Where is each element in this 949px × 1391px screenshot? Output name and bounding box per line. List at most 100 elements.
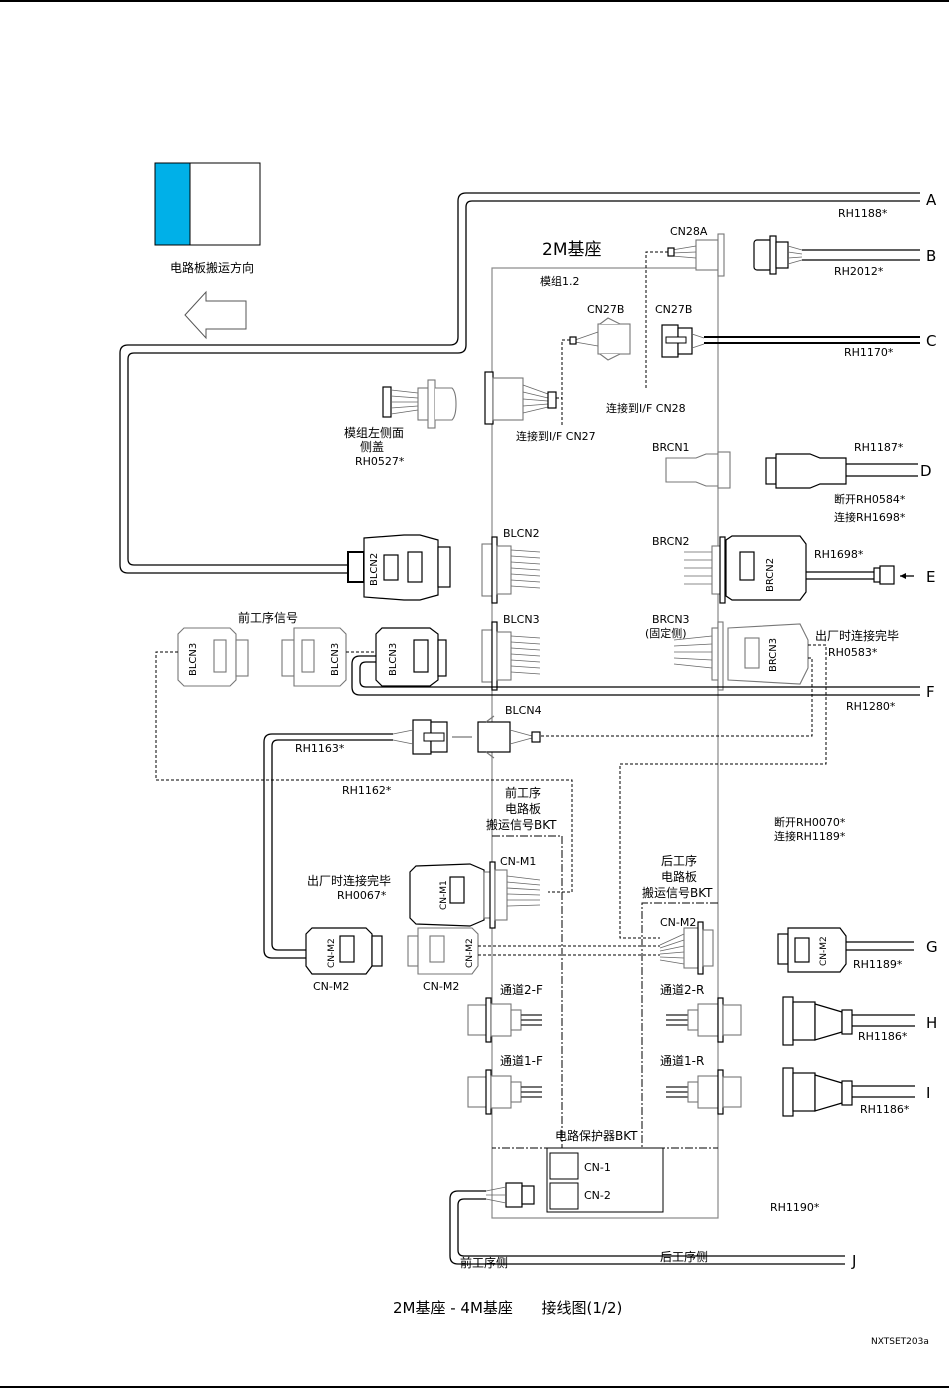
cable-part-f: RH1280* <box>846 700 896 713</box>
channel-2f-label: 通道2-F <box>500 983 543 997</box>
cable-part-g: RH1189* <box>853 958 903 971</box>
cnm2-right-label: CN-M2 <box>660 916 696 929</box>
cable-letter-h: H <box>926 1014 937 1032</box>
connector-blcn3-plug: BLCN3 <box>375 627 447 687</box>
connector-cn27b-right: CN27B <box>655 303 705 358</box>
rear-bkt-label-3: 搬运信号BKT <box>642 885 713 900</box>
cn27b-right-label: CN27B <box>655 303 692 316</box>
channel-2f-connector <box>467 997 542 1043</box>
direction-label: 电路板搬运方向 <box>170 260 254 275</box>
front-bkt-label-1: 前工序 <box>505 785 541 800</box>
factory-connected-note-1: 出厂时连接完毕 <box>815 628 899 643</box>
cable-part-e: RH1698* <box>814 548 864 561</box>
cnm2-link-line <box>478 945 660 956</box>
cable-letter-c: C <box>926 332 936 350</box>
brcn2-label: BRCN2 <box>652 535 690 548</box>
connector-cnm2-socket <box>659 921 714 975</box>
cable-d-note-1: 断开RH0584* <box>834 492 906 506</box>
cn2-label: CN-2 <box>584 1189 611 1202</box>
cable-letter-j: J <box>851 1252 856 1270</box>
cable-rh1163: RH1163* <box>263 733 393 959</box>
connector-blcn2-plug: BLCN2 <box>347 534 451 601</box>
rear-bkt-label-1: 后工序 <box>661 853 697 868</box>
cable-part-c: RH1170* <box>844 346 894 359</box>
channel-2r-connector <box>666 997 742 1043</box>
connector-brcn1: BRCN1 <box>652 441 731 489</box>
upstream-signal-label: 前工序信号 <box>238 610 298 625</box>
cable-part-b: RH2012* <box>834 265 884 278</box>
cable-letter-a: A <box>926 191 937 209</box>
brcn2-body-label: BRCN2 <box>765 558 776 592</box>
cable-c: C RH1170* <box>704 332 936 359</box>
cable-g: CN-M2 G RH1189* <box>777 927 938 973</box>
factory-part-2: RH0067* <box>337 889 387 902</box>
connect-rh1189-note: 连接RH1189* <box>774 830 846 843</box>
rear-bkt-label-2: 电路板 <box>661 869 697 884</box>
front-transport-bkt: 前工序 电路板 搬运信号BKT CN-M1 <box>486 785 563 1149</box>
cnm2-left-1-body-label: CN-M2 <box>327 938 337 968</box>
factory-connected-note-2: 出厂时连接完毕 <box>307 873 391 888</box>
cn27b-left-label: CN27B <box>587 303 624 316</box>
cable-a: A RH1188* <box>119 191 937 574</box>
circuit-breaker-bkt: 电路保护器BKT CN-1 CN-2 <box>546 1128 664 1213</box>
cn2-slot <box>549 1182 579 1210</box>
module-side-connector: 连接到I/F CN27 <box>484 371 596 443</box>
blcn3-upstream-1-label: BLCN3 <box>188 643 199 676</box>
cable-i: I RH1186* <box>782 1067 930 1117</box>
cable-part-d: RH1187* <box>854 441 904 454</box>
top-rule <box>0 0 949 2</box>
front-bkt-label-2: 电路板 <box>505 801 541 816</box>
connector-blcn4: BLCN4 <box>477 704 542 759</box>
connector-blcn3-socket: BLCN3 <box>481 613 541 691</box>
brcn1-label: BRCN1 <box>652 441 690 454</box>
cnm2-left-2-body-label: CN-M2 <box>465 938 475 968</box>
disconnect-rh0070-note: 断开RH0070* <box>774 815 846 829</box>
cable-part-i: RH1186* <box>860 1103 910 1116</box>
connector-cnm1: CN-M1 <box>409 861 541 929</box>
blcn3-label: BLCN3 <box>503 613 540 626</box>
cable-b: B RH2012* <box>753 235 936 278</box>
cable-letter-g: G <box>926 938 938 956</box>
cnm1-label: CN-M1 <box>500 855 536 868</box>
cnm1-body-label: CN-M1 <box>439 880 449 910</box>
cnm2-left-1-label: CN-M2 <box>313 980 349 993</box>
module-label: 模组1.2 <box>540 274 580 288</box>
channel-1f-connector <box>467 1069 542 1115</box>
channel-2r-label: 通道2-R <box>660 983 704 997</box>
diagram-title: 2M基座 - 4M基座 接线图(1/2) <box>393 1299 622 1317</box>
channel-1f-label: 通道1-F <box>500 1054 543 1068</box>
cn1-label: CN-1 <box>584 1161 611 1174</box>
brcn3-body-label: BRCN3 <box>768 638 779 672</box>
cnm2-left-2-label: CN-M2 <box>423 980 459 993</box>
connector-blcn2-socket: BLCN2 <box>481 527 541 604</box>
connector-cn27b-left: CN27B <box>561 303 631 425</box>
bottom-rule <box>0 1386 949 1388</box>
channel-1r-label: 通道1-R <box>660 1054 704 1068</box>
rh1162-label: RH1162* <box>342 784 392 797</box>
cable-h: H RH1186* <box>782 996 937 1046</box>
connect-cn28-note: 连接到I/F CN28 <box>606 402 686 415</box>
front-side-label: 前工序侧 <box>460 1255 508 1270</box>
blcn3-upstream-2-label: BLCN3 <box>330 643 341 676</box>
connector-blcn3-upstream-1: BLCN3 <box>177 627 249 687</box>
side-cover-label-2: 侧盖 <box>360 440 384 454</box>
cable-letter-f: F <box>926 683 935 701</box>
rh0583-signal-line <box>619 644 827 939</box>
blcn4-label: BLCN4 <box>505 704 542 717</box>
cable-j: J RH1190* <box>449 1182 856 1270</box>
channel-1r-connector <box>666 1069 742 1115</box>
cable-g-body-label: CN-M2 <box>819 936 829 966</box>
cable-d: D RH1187* 断开RH0584* 连接RH1698* <box>765 441 932 524</box>
connector-cnm2-left-1: CN-M2 CN-M2 <box>305 927 383 993</box>
front-bkt-label-3: 搬运信号BKT <box>486 817 557 832</box>
cable-letter-i: I <box>926 1084 930 1102</box>
cable-f: F RH1280* <box>351 655 935 713</box>
cable-part-j: RH1190* <box>770 1201 820 1214</box>
cable-letter-e: E <box>926 568 935 586</box>
blcn2-body-label: BLCN2 <box>369 553 380 586</box>
cable-part-a: RH1188* <box>838 207 888 220</box>
figure-code: NXTSET203a <box>871 1337 929 1347</box>
connector-brcn2: BRCN2 BRCN2 <box>652 535 807 604</box>
connector-cnm2-left-2: CN-M2 CN-M2 <box>407 927 479 993</box>
breaker-bkt-label: 电路保护器BKT <box>555 1128 638 1143</box>
